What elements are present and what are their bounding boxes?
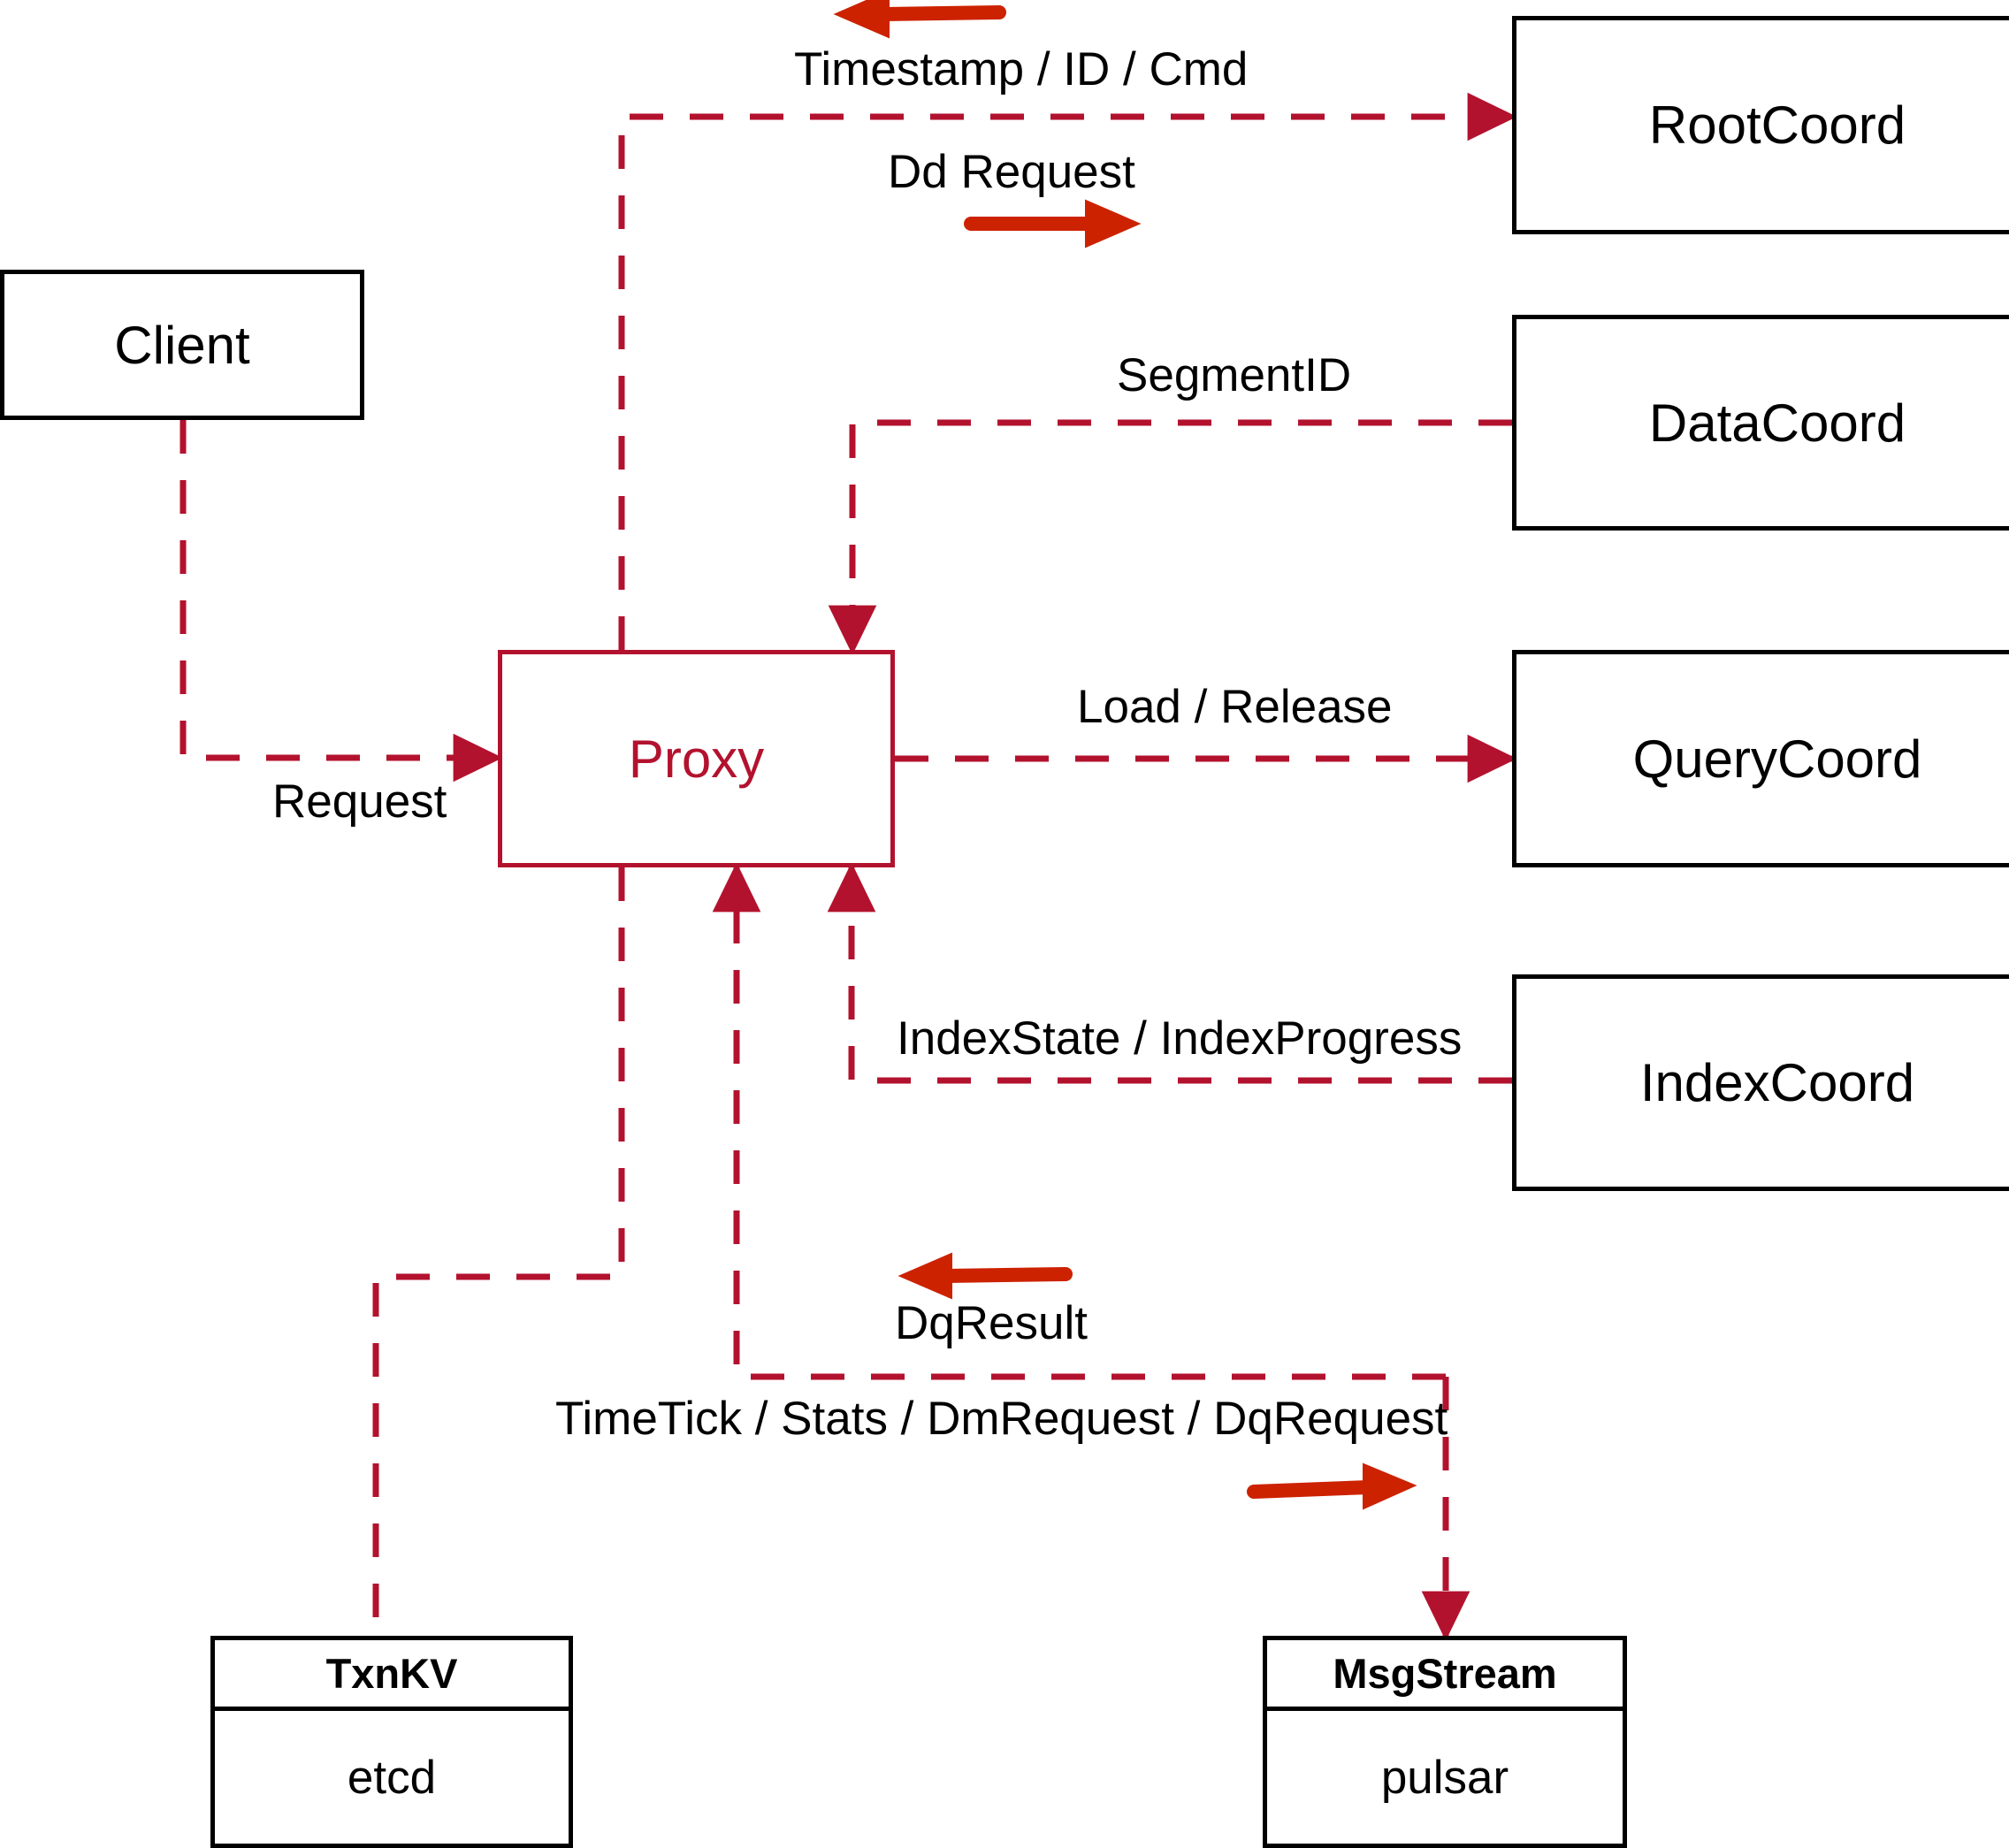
edge-label-timestamp-id-cmd: Timestamp / ID / Cmd — [794, 43, 1249, 95]
direction-arrow-timestamp — [833, 0, 1006, 39]
node-txnkv[interactable]: TxnKV etcd — [210, 1636, 573, 1848]
edge-label-index-state: IndexState / IndexProgress — [897, 1012, 1463, 1065]
direction-arrow-dd-request — [964, 199, 1142, 248]
node-querycoord[interactable]: QueryCoord — [1512, 650, 2009, 867]
node-proxy-label: Proxy — [628, 729, 765, 789]
wire-dq-result — [712, 862, 1446, 1380]
wire-txnkv — [372, 867, 625, 1636]
node-querycoord-label: QueryCoord — [1632, 729, 1922, 789]
node-client-label: Client — [114, 315, 250, 375]
node-indexcoord[interactable]: IndexCoord — [1512, 974, 2009, 1191]
node-txnkv-impl: etcd — [347, 1751, 437, 1804]
edge-label-timetick-stats: TimeTick / Stats / DmRequest / DqRequest — [555, 1393, 1448, 1445]
edge-label-dd-request: Dd Request — [888, 146, 1135, 198]
node-rootcoord-label: RootCoord — [1648, 95, 1906, 155]
wire-segment-id — [828, 419, 1512, 655]
node-rootcoord[interactable]: RootCoord — [1512, 16, 2009, 234]
node-msgstream-impl: pulsar — [1380, 1751, 1509, 1804]
node-datacoord-label: DataCoord — [1648, 393, 1906, 453]
edge-label-segment-id: SegmentID — [1117, 349, 1352, 401]
direction-arrow-timetick — [1247, 1462, 1417, 1510]
direction-arrow-dq-result — [898, 1252, 1073, 1300]
node-msgstream-label: MsgStream — [1267, 1640, 1623, 1711]
edge-label-dq-result: DqResult — [895, 1297, 1088, 1349]
edge-label-load-release: Load / Release — [1077, 681, 1393, 733]
node-txnkv-label: TxnKV — [215, 1640, 569, 1711]
node-datacoord[interactable]: DataCoord — [1512, 315, 2009, 531]
node-msgstream[interactable]: MsgStream pulsar — [1263, 1636, 1627, 1848]
wire-request — [180, 420, 503, 783]
node-proxy[interactable]: Proxy — [498, 650, 895, 867]
node-indexcoord-label: IndexCoord — [1639, 1053, 1915, 1112]
edge-label-request: Request — [272, 775, 447, 828]
node-client[interactable]: Client — [0, 270, 364, 420]
